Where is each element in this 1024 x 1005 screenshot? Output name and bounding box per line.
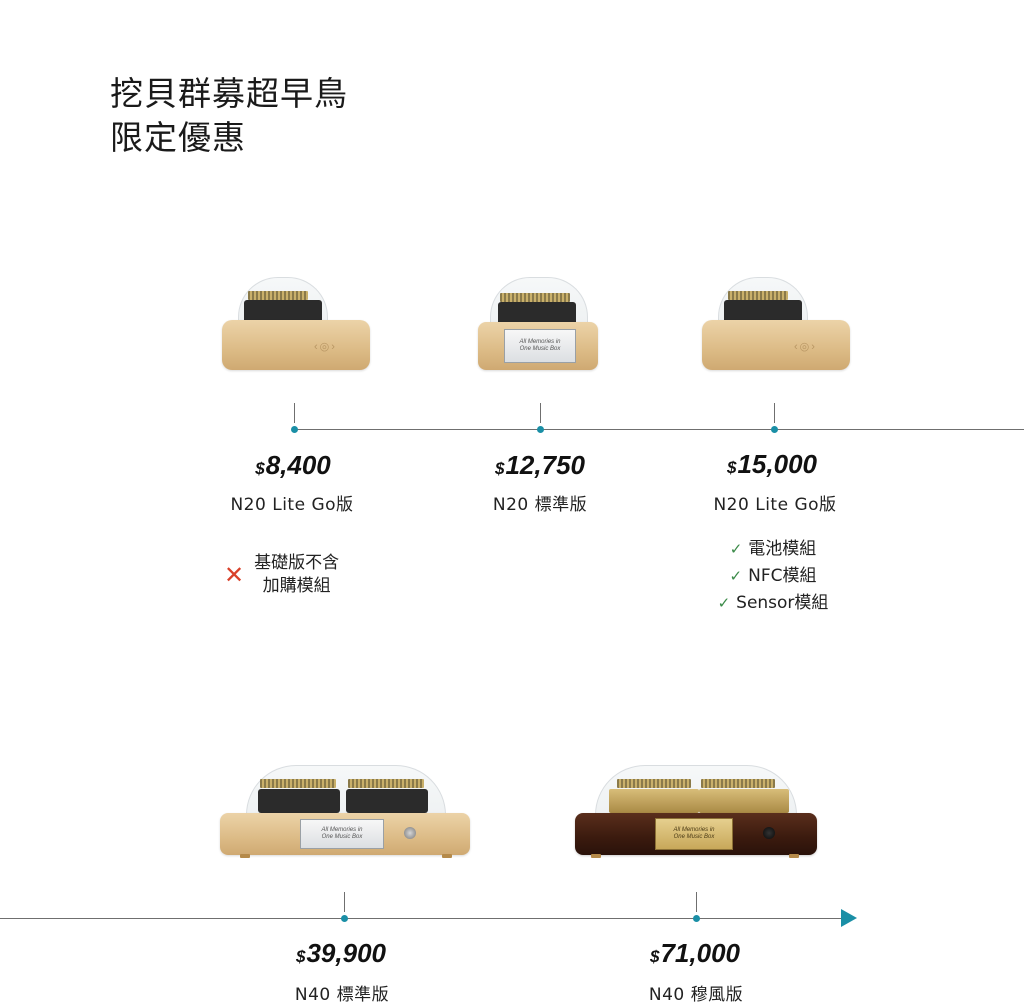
timeline-tick [344, 892, 345, 912]
timeline-tick [696, 892, 697, 912]
knob-icon [763, 827, 775, 839]
price-label: $71,000 [650, 938, 740, 968]
cross-icon: ✕ [224, 560, 245, 589]
excluded-feature-line: 基礎版不含 [254, 553, 340, 573]
timeline-dot [341, 915, 348, 922]
timeline-axis-bottom [0, 918, 842, 919]
model-label: N20 標準版 [492, 495, 588, 515]
arrow-right-icon [841, 909, 857, 927]
control-buttons-icon: ‹◎› [314, 341, 337, 353]
included-features: ✓電池模組 ✓NFC模組 ✓Sensor模組 [718, 536, 829, 617]
model-label: N20 Lite Go版 [230, 495, 354, 515]
price-label: $8,400 [255, 450, 331, 480]
timeline-tick [774, 403, 775, 423]
model-label: N40 標準版 [294, 985, 390, 1005]
price-label: $12,750 [495, 450, 585, 480]
product-image-n20-lite-go-2: ‹◎› [702, 277, 850, 373]
feature-item: ✓Sensor模組 [718, 590, 829, 617]
page-title: 挖貝群募超早鳥 限定優惠 [110, 72, 348, 160]
title-line-2: 限定優惠 [110, 118, 246, 157]
title-line-1: 挖貝群募超早鳥 [110, 74, 348, 113]
timeline-tick [540, 403, 541, 423]
excluded-feature-line: 加購模組 [262, 576, 331, 596]
timeline-dot [771, 426, 778, 433]
control-buttons-icon: ‹◎› [794, 341, 817, 353]
feature-item: ✓NFC模組 [718, 563, 829, 590]
check-icon: ✓ [717, 594, 731, 612]
check-icon: ✓ [729, 567, 743, 585]
timeline-dot [693, 915, 700, 922]
knob-icon [404, 827, 416, 839]
timeline-tick [294, 403, 295, 423]
price-label: $39,900 [296, 938, 386, 968]
feature-item: ✓電池模組 [718, 536, 829, 563]
model-label: N40 穆風版 [648, 985, 744, 1005]
excluded-features: ✕ 基礎版不含 加購模組 [224, 552, 339, 598]
timeline-dot [537, 426, 544, 433]
timeline-axis-top [294, 429, 1024, 430]
timeline-dot [291, 426, 298, 433]
model-label: N20 Lite Go版 [713, 495, 837, 515]
check-icon: ✓ [729, 540, 743, 558]
price-label: $15,000 [727, 449, 817, 479]
product-image-n20-lite-go-1: ‹◎› [222, 277, 370, 373]
